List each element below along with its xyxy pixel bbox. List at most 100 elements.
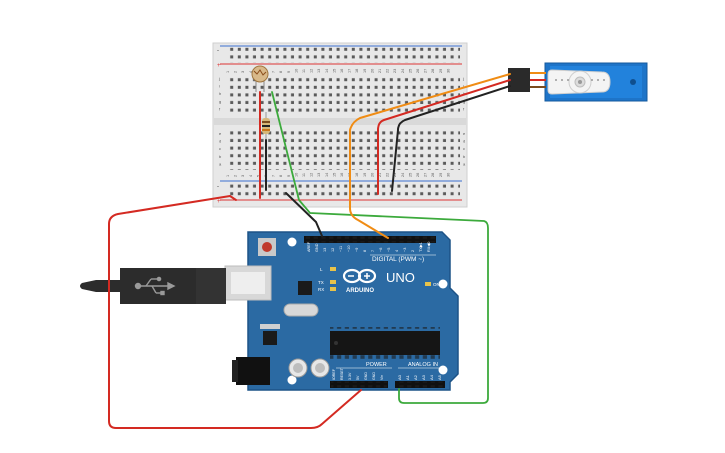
rail-plus-label: + [217,63,221,69]
column-number: 28 [431,173,435,177]
row-letter: b [219,154,222,159]
column-number: 25 [408,69,412,73]
mounting-hole [438,279,448,289]
usb-cable[interactable] [80,265,272,304]
column-number: 24 [401,69,405,73]
row-letter: f [219,106,221,111]
column-number: 4 [249,71,253,73]
column-number: 7 [272,175,276,177]
digital-pin-label: ~3 [403,248,407,252]
column-number: 15 [332,69,336,73]
digital-pin-label: ~10 [347,246,351,252]
capacitors [288,358,330,378]
row-letter: d [219,139,221,144]
column-number: 7 [272,71,276,73]
column-number: 20 [370,69,374,73]
digital-pin-label: 13 [323,248,327,252]
column-number: 2 [234,71,238,73]
column-number: 16 [340,173,344,177]
wire-orange-signal[interactable] [349,73,511,239]
column-number: 8 [279,71,283,73]
power-pin-label: 5V [356,375,360,380]
wire-black-gnd[interactable] [285,192,323,237]
rail-plus-label-bottom: + [217,199,221,205]
column-number: 22 [386,173,390,177]
column-number: 27 [424,173,428,177]
resistor[interactable] [262,112,270,140]
wire-green-a0[interactable] [271,91,489,404]
voltage-regulator [263,331,277,345]
column-number: 10 [294,69,298,73]
column-number: 19 [363,173,367,177]
model-label: UNO [386,270,415,285]
column-number: 20 [370,173,374,177]
column-number: 19 [363,69,367,73]
column-number: 23 [393,69,397,73]
column-number: 22 [386,69,390,73]
digital-pin-label: ~5 [387,248,391,252]
row-letter: b [463,154,466,159]
column-number: 11 [302,69,306,73]
column-number: 26 [416,173,420,177]
rail-minus-label: - [217,48,219,54]
analog-pin-label: A5 [437,374,442,380]
breadboard: + - 123456789101112131415161718192021222… [212,42,468,208]
reset-button[interactable] [258,238,276,256]
column-number: 18 [355,69,359,73]
power-pin-label: IOREF [332,368,336,380]
column-number: 24 [401,173,405,177]
wire-black-servo[interactable] [391,85,511,192]
column-number: 10 [294,173,298,177]
analog-pin-label: A2 [413,374,418,380]
column-number: 3 [241,175,245,177]
column-number: 29 [439,173,443,177]
column-number: 17 [348,69,352,73]
row-letter: i [219,84,220,89]
column-number: 11 [302,173,306,177]
power-pin-label: 3.3V [348,372,352,380]
wire-red-5v[interactable] [108,195,362,429]
wire-red-servo[interactable] [377,79,511,195]
row-letter: a [219,161,222,166]
column-number: 8 [279,175,283,177]
digital-pin-label: GND [315,243,319,252]
digital-pin-label: 4 [395,250,399,252]
column-number: 27 [424,69,428,73]
digital-header-label: DIGITAL (PWM ~) [372,256,424,263]
column-number: 30 [446,173,450,177]
atmega-microcontroller [330,327,440,359]
column-number: 18 [355,173,359,177]
led-on-label: ON [433,282,440,287]
power-pin-label: RESET [340,367,344,380]
column-number: 1 [226,175,230,177]
power-header-label: POWER [366,362,387,368]
column-number: 9 [287,71,291,73]
column-number: 14 [325,69,329,73]
led-rx-label: RX [318,287,324,292]
digital-pin-label: ~6 [379,248,383,252]
mounting-hole [287,237,297,247]
dc-power-jack [232,357,270,385]
power-pin-label: GND [372,372,376,380]
digital-pin-label: 8 [363,250,367,252]
row-letter: c [463,146,465,151]
mounting-hole [438,365,448,375]
photoresistor[interactable] [251,65,269,92]
wires [108,73,511,429]
column-number: 23 [393,173,397,177]
column-number: 21 [378,69,382,73]
analog-header-label: ANALOG IN [408,362,438,368]
digital-pin-label: ~9 [355,248,359,252]
crystal [283,303,319,317]
row-letter: g [219,99,221,104]
arduino-infinity-logo-icon [342,268,377,284]
status-leds: L TX RX ON [318,267,440,292]
analog-pin-label: A0 [397,374,402,380]
micro-servo[interactable] [508,62,648,102]
power-pin-label: GND [364,372,368,380]
row-letter: f [463,106,465,111]
column-number: 13 [317,69,321,73]
